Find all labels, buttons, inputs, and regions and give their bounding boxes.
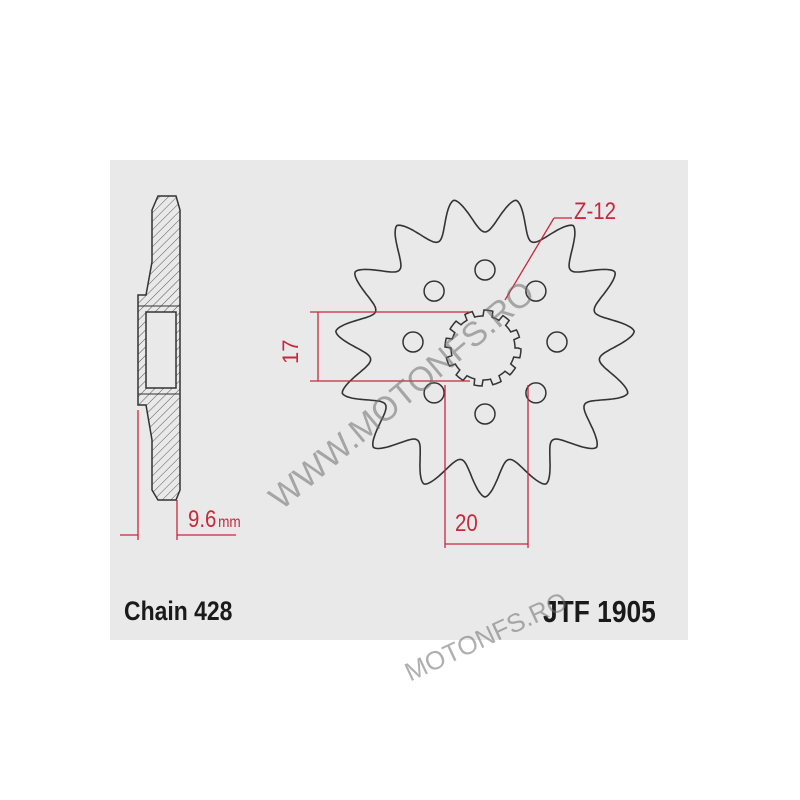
thickness-dimension: [120, 410, 236, 540]
bolt-hole: [474, 403, 496, 425]
drawing-panel: [110, 160, 688, 640]
part-number: JTF 1905: [543, 594, 656, 629]
height-dimension-label: 17: [278, 339, 303, 364]
sprocket-outline: [334, 199, 636, 498]
bolt-hole: [402, 331, 424, 353]
bolt-hole: [546, 331, 568, 353]
hub-dimensions: [310, 217, 572, 548]
thickness-unit: mm: [218, 514, 241, 531]
bolt-holes: [402, 259, 568, 425]
side-profile: [137, 195, 181, 501]
spline-hub: [444, 309, 522, 387]
width-dimension-label: 20: [455, 510, 478, 537]
bolt-hole: [423, 382, 445, 404]
thickness-value: 9.6: [188, 506, 217, 533]
bolt-hole: [525, 382, 547, 404]
bolt-hole: [525, 280, 547, 302]
chain-label: Chain 428: [124, 596, 233, 626]
bolt-hole: [474, 259, 496, 281]
bolt-hole: [423, 280, 445, 302]
teeth-count-label: Z-12: [574, 198, 616, 225]
